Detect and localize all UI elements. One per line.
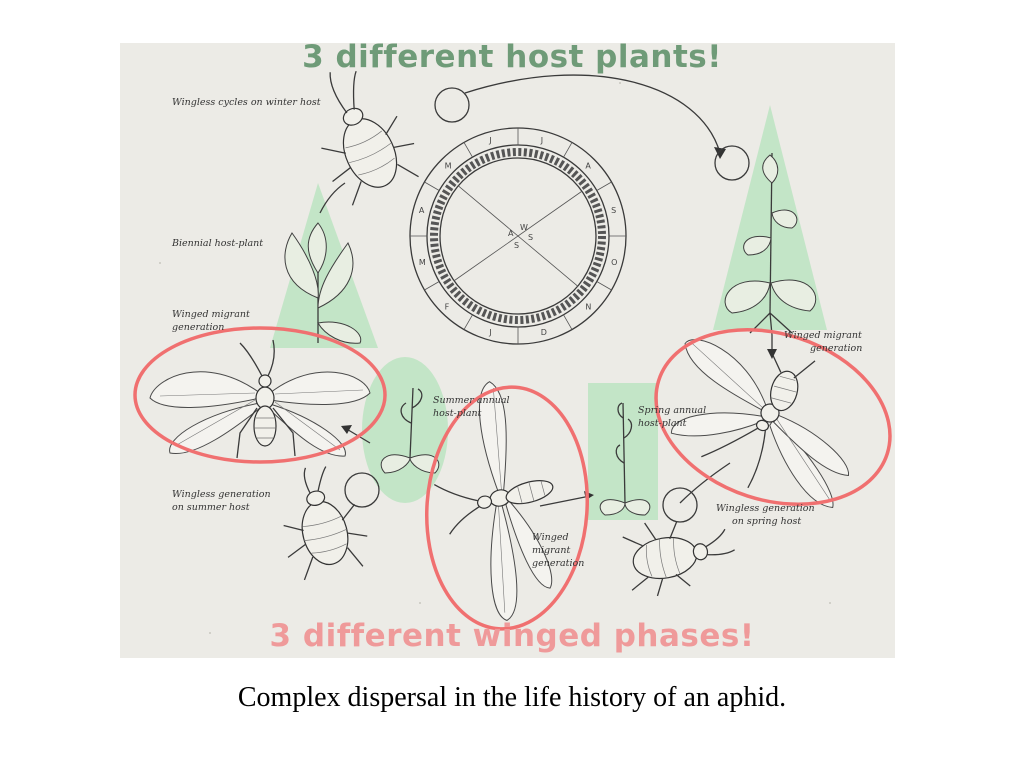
month-label: N bbox=[585, 302, 591, 311]
month-label: J bbox=[488, 328, 491, 337]
label-wingless-summer: Wingless generation bbox=[172, 489, 271, 500]
spring-ground-cycle-loop bbox=[662, 487, 698, 523]
month-divider bbox=[596, 281, 612, 291]
spring-annual-plant-drawing bbox=[599, 402, 651, 516]
arrowhead bbox=[341, 425, 352, 434]
month-divider bbox=[424, 281, 440, 291]
label-winged-migrant-left: generation bbox=[172, 322, 224, 333]
arrowhead bbox=[714, 147, 726, 159]
month-divider bbox=[596, 181, 612, 191]
month-divider bbox=[463, 314, 473, 330]
label-spring-annual: Spring annual bbox=[638, 405, 706, 416]
summer-plant-highlight bbox=[362, 357, 448, 503]
label-wingless-summer: on summer host bbox=[172, 502, 250, 513]
month-label: D bbox=[541, 328, 547, 337]
label-summer-annual: Summer annual bbox=[433, 395, 510, 406]
winged-phase-ellipse-center bbox=[424, 385, 590, 631]
spring-cycle-loop bbox=[714, 145, 750, 181]
winter-cycle-loop bbox=[434, 87, 470, 123]
summer-annual-plant-drawing bbox=[380, 387, 440, 474]
biennial-plant-highlight bbox=[270, 183, 378, 348]
season-letter: S bbox=[528, 233, 533, 242]
month-label: J bbox=[488, 136, 491, 145]
headline-host-plants: 3 different host plants! bbox=[302, 39, 722, 75]
spring-tall-plant-highlight bbox=[713, 105, 827, 330]
label-summer-annual: host-plant bbox=[433, 408, 482, 419]
label-wingless-spring: on spring host bbox=[732, 516, 801, 527]
biennial-host-plant-drawing bbox=[284, 222, 362, 344]
month-label: S bbox=[611, 206, 616, 215]
winged-phase-ellipse-left bbox=[133, 326, 387, 464]
winged-aphid-left bbox=[149, 339, 371, 459]
winged-aphid-right bbox=[670, 339, 850, 508]
label-winged-center: migrant bbox=[532, 545, 570, 556]
label-winged-migrant-right: generation bbox=[810, 343, 862, 354]
spring-tall-plant-drawing bbox=[724, 152, 817, 336]
month-label: O bbox=[611, 258, 617, 267]
month-label: M bbox=[445, 162, 452, 171]
label-spring-annual: host-plant bbox=[638, 418, 687, 429]
summer-cycle-loop bbox=[344, 472, 380, 508]
month-divider bbox=[424, 181, 440, 191]
month-label: M bbox=[419, 258, 426, 267]
label-winged-migrant-right: Winged migrant bbox=[784, 330, 862, 341]
wingless-aphid-summer bbox=[283, 466, 368, 581]
month-divider bbox=[463, 142, 473, 158]
month-label: A bbox=[585, 162, 591, 171]
headline-winged-phases: 3 different winged phases! bbox=[269, 618, 755, 654]
migration-arrow-top bbox=[464, 74, 721, 154]
month-label: F bbox=[445, 302, 450, 311]
wingless-aphid-winter bbox=[321, 70, 419, 206]
month-divider bbox=[563, 142, 573, 158]
season-letter: A bbox=[508, 229, 514, 238]
label-winged-center: Winged bbox=[532, 532, 569, 543]
month-divider bbox=[563, 314, 573, 330]
month-label: A bbox=[419, 206, 425, 215]
arrow-center-to-spring bbox=[539, 495, 591, 507]
label-biennial-host: Biennial host-plant bbox=[171, 238, 263, 249]
arrow-spring-to-right bbox=[679, 462, 731, 504]
arrowhead bbox=[767, 349, 777, 359]
month-label: J bbox=[540, 136, 543, 145]
slide-caption: Complex dispersal in the life history of… bbox=[237, 682, 787, 713]
season-letter: S bbox=[514, 241, 519, 250]
arrow-winter-to-biennial bbox=[319, 182, 346, 214]
season-letter: W bbox=[520, 223, 528, 232]
label-wingless-spring: Wingless generation bbox=[716, 503, 815, 514]
wingless-aphid-spring bbox=[622, 521, 735, 597]
label-winged-center: generation bbox=[532, 558, 584, 569]
winged-aphid-center bbox=[433, 381, 554, 621]
label-winged-migrant-left: Winged migrant bbox=[172, 309, 250, 320]
winged-phase-ellipse-right bbox=[654, 328, 892, 506]
label-wingless-winter: Wingless cycles on winter host bbox=[172, 97, 321, 108]
